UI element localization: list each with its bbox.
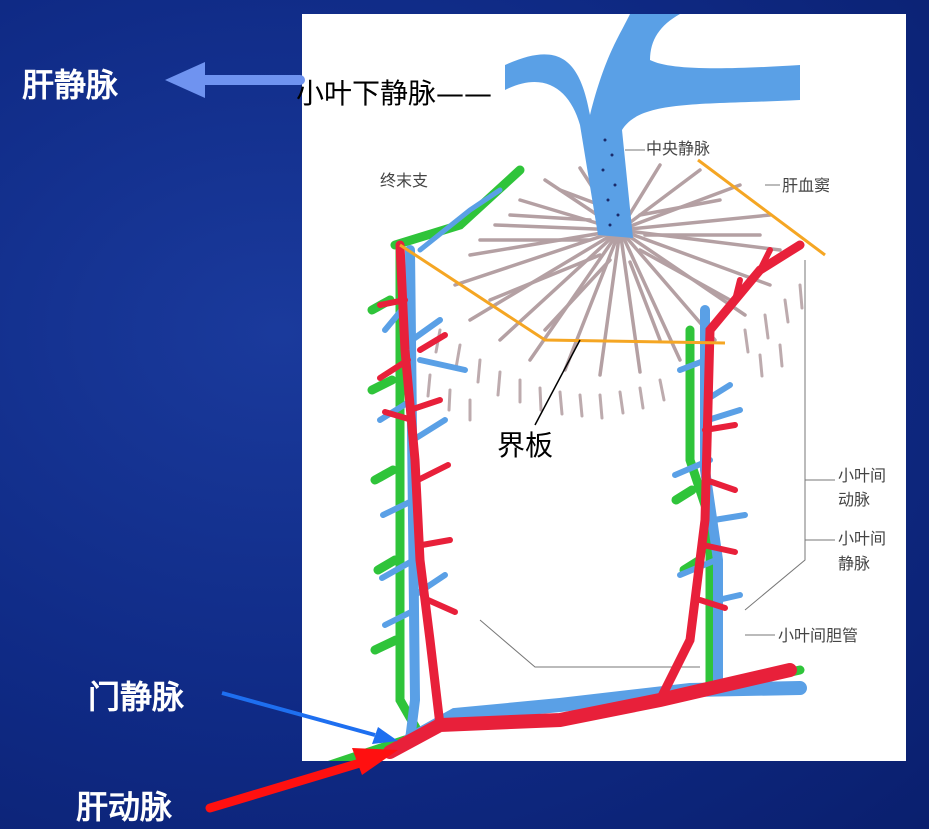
terminal-branch-label: 终末支 (380, 171, 429, 190)
portal-vein-label: 门静脉 (88, 678, 185, 716)
sublobular-vein-label: 小叶下静脉—— (296, 77, 493, 110)
hepatic-vein-label: 肝静脉 (22, 66, 119, 104)
hepatic-vein-arrow (165, 62, 305, 98)
interlobular-bile-duct-label: 小叶间胆管 (778, 626, 859, 645)
limiting-plate-pointer (534, 339, 581, 426)
hepatic-sinusoid-label: 肝血窦 (782, 176, 831, 195)
limiting-plate-outline (399, 158, 826, 345)
hepatic-artery-arrow (205, 748, 398, 813)
sinusoid-fragments (426, 283, 804, 422)
interlobular-artery-label-line1: 小叶间 (838, 466, 887, 485)
limiting-plate-label: 界板 (497, 429, 554, 462)
central-vein-label: 中央静脉 (646, 139, 711, 158)
hepatic-artery-branches (377, 240, 805, 759)
portal-vein-arrow (221, 691, 398, 744)
hepatic-artery-label: 肝动脉 (76, 788, 173, 826)
guide-lines (479, 149, 835, 668)
central-vein-dots (601, 138, 620, 227)
interlobular-artery-label-line2: 动脉 (838, 490, 871, 509)
interlobular-vein-label-line2: 静脉 (838, 554, 871, 573)
interlobular-vein-label-line1: 小叶间 (838, 529, 887, 548)
central-and-sublobular-vein (505, 14, 800, 238)
